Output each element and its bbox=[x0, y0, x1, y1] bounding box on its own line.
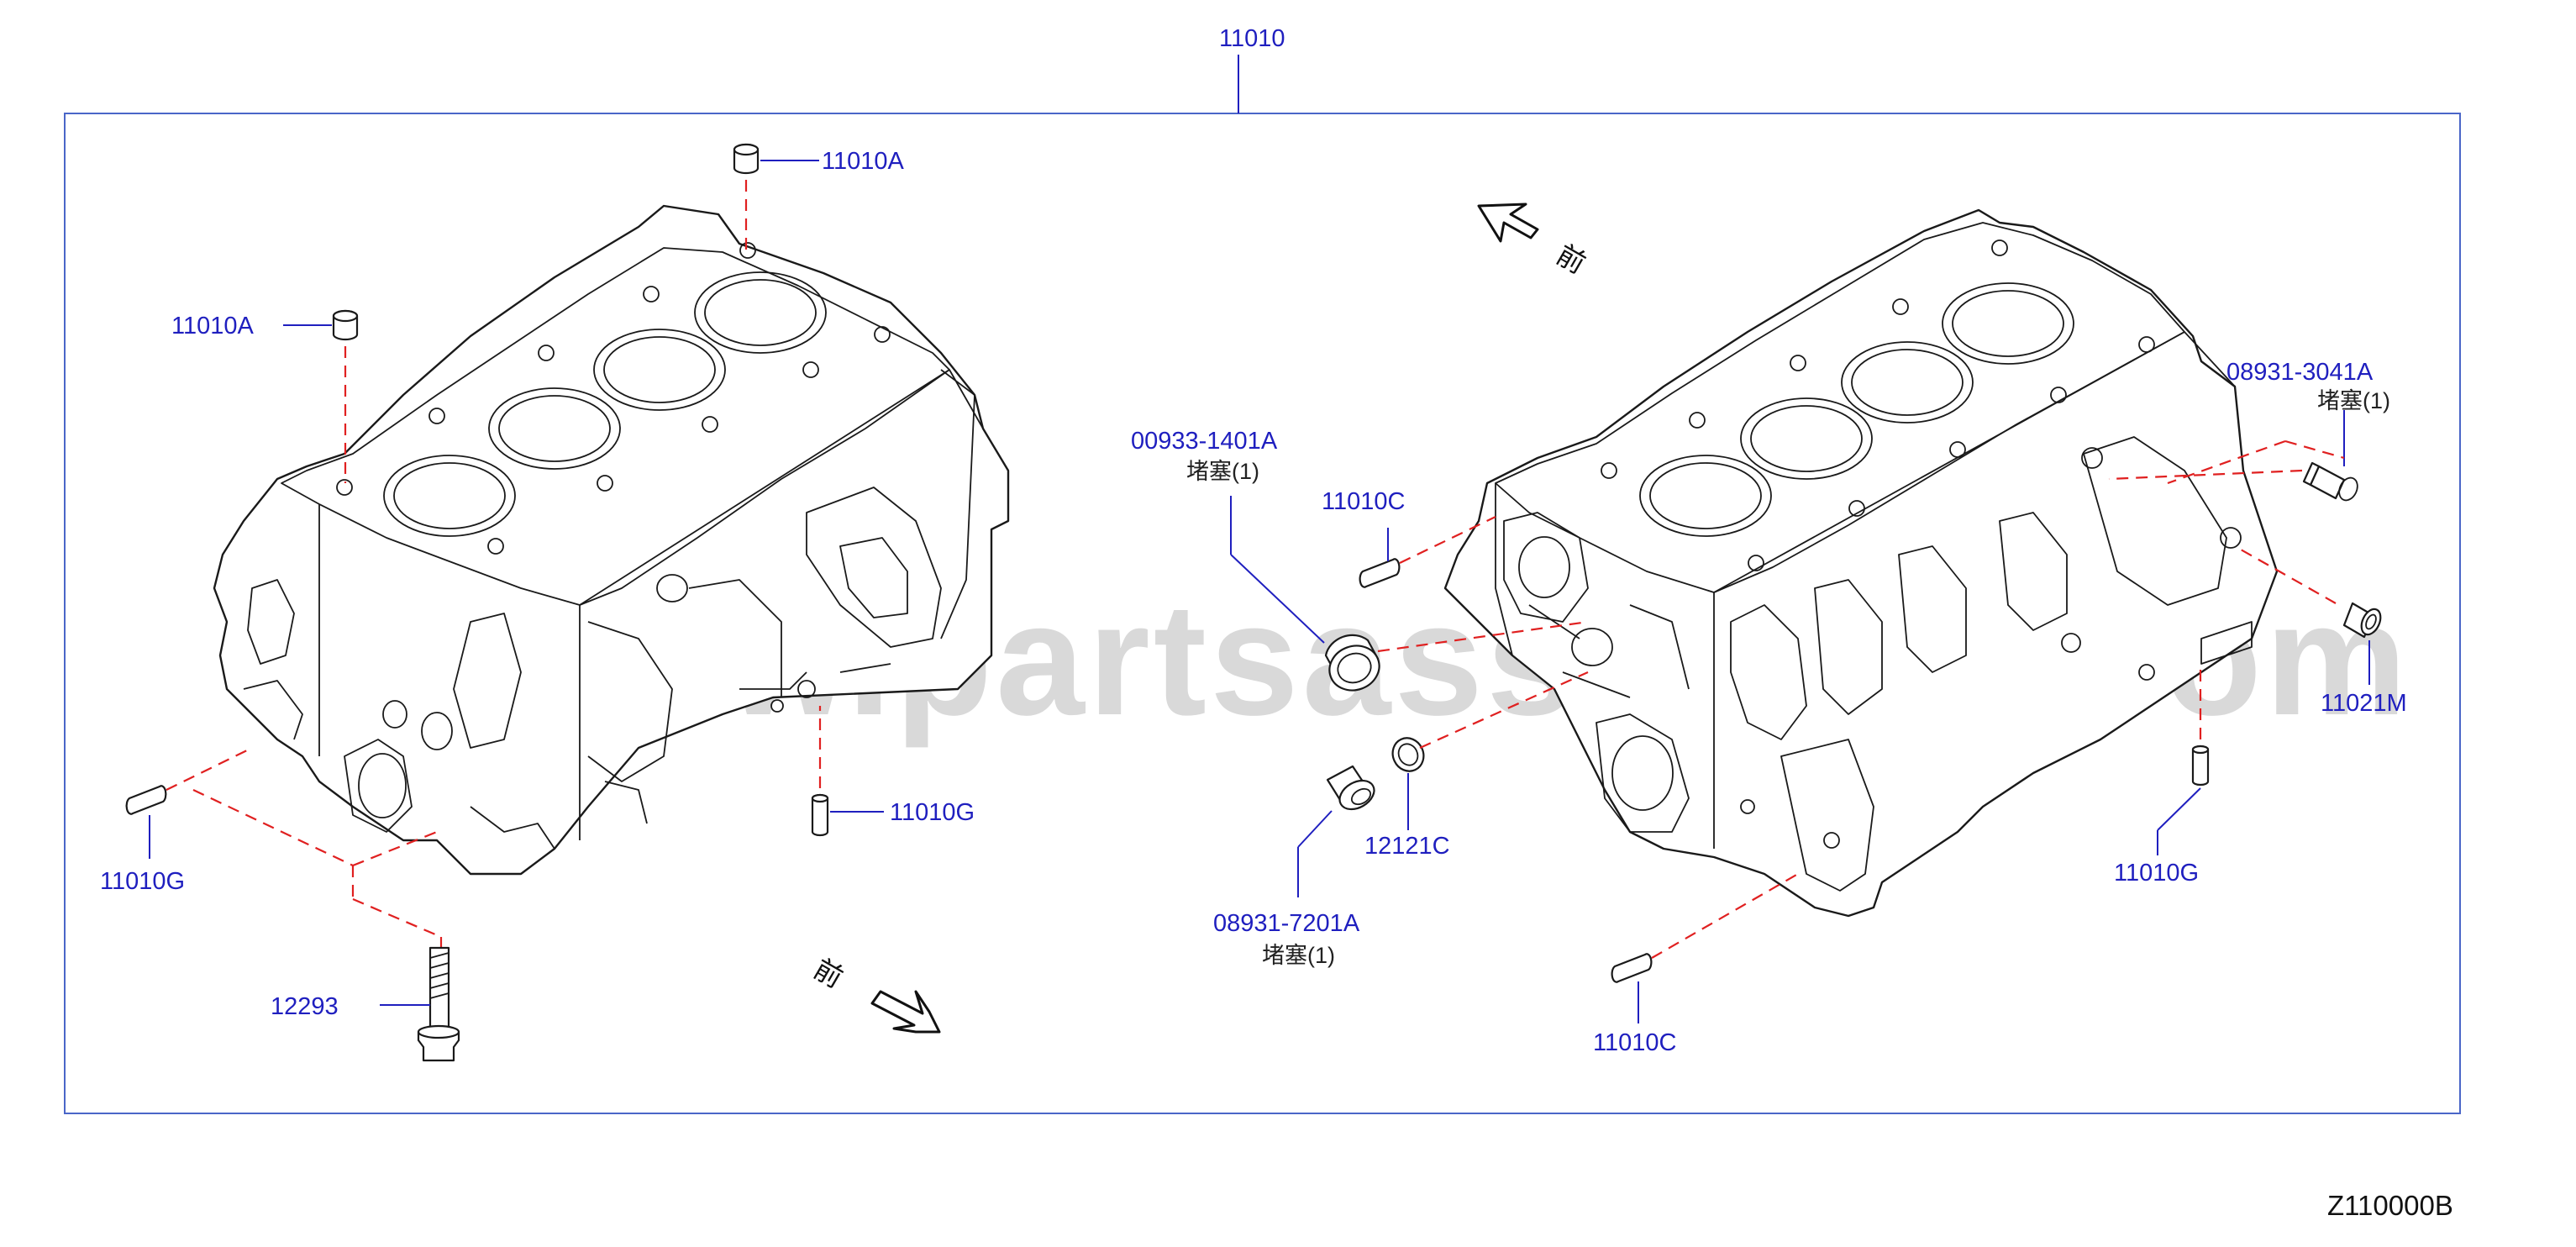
part-link-11010c-top[interactable]: 11010C bbox=[1322, 488, 1405, 515]
pin-11010c-bottom[interactable] bbox=[1611, 953, 1653, 983]
bolt-12293[interactable] bbox=[417, 946, 460, 1062]
part-link-00933-1401a[interactable]: 00933-1401A bbox=[1131, 428, 1278, 455]
label-12293[interactable]: 12293 bbox=[271, 993, 339, 1020]
right-block-parts bbox=[1230, 410, 2384, 1023]
part-link-08931-7201a[interactable]: 08931-7201A bbox=[1213, 910, 1360, 937]
part-link-11010a-top[interactable]: 11010A bbox=[822, 148, 904, 175]
washer-12121c[interactable] bbox=[1387, 733, 1429, 776]
label-11010g-right-block[interactable]: 11010G bbox=[2114, 860, 2199, 887]
label-11010c-bottom[interactable]: 11010C bbox=[1593, 1029, 1676, 1056]
label-00933-1401a[interactable]: 00933-1401A bbox=[1131, 428, 1278, 455]
label-11010a-left[interactable]: 11010A bbox=[171, 313, 254, 339]
label-08931-7201a[interactable]: 08931-7201A bbox=[1213, 910, 1360, 937]
label-11010g-right[interactable]: 11010G bbox=[890, 799, 975, 826]
right-cylinder-block bbox=[1443, 208, 2279, 918]
part-link-12121c[interactable]: 12121C bbox=[1364, 833, 1450, 860]
label-08931-3041a[interactable]: 08931-3041A bbox=[2226, 359, 2374, 386]
left-block-parts bbox=[125, 143, 884, 1062]
pin-11010g-left[interactable] bbox=[125, 785, 167, 815]
label-11010g-left[interactable]: 11010G bbox=[100, 868, 185, 895]
label-11021m[interactable]: 11021M bbox=[2321, 690, 2407, 717]
top-part-number[interactable]: 11010 bbox=[1219, 25, 1285, 52]
seal-00933-1401a[interactable] bbox=[1323, 634, 1385, 697]
part-link-11021m[interactable]: 11021M bbox=[2321, 690, 2407, 717]
left-cylinder-block bbox=[213, 204, 1010, 876]
front-mark-lower: 前 bbox=[809, 953, 849, 994]
pin-11010c-top[interactable] bbox=[1359, 558, 1401, 588]
part-link-11010g-right[interactable]: 11010G bbox=[890, 799, 975, 826]
plug-11021m[interactable] bbox=[2342, 602, 2384, 639]
note-08931-7201a: 堵塞(1) bbox=[1262, 943, 1335, 968]
plug-08931-3041a[interactable] bbox=[2302, 461, 2361, 503]
front-mark-upper: 前 bbox=[1552, 239, 1591, 280]
front-arrow-upper-icon bbox=[1477, 203, 1539, 243]
part-link-11010g-right-block[interactable]: 11010G bbox=[2114, 860, 2199, 887]
label-12121c[interactable]: 12121C bbox=[1364, 833, 1450, 860]
assembly-frame bbox=[64, 113, 2461, 1114]
label-11010c-top[interactable]: 11010C bbox=[1322, 488, 1405, 515]
part-link-11010c-bottom[interactable]: 11010C bbox=[1593, 1029, 1676, 1056]
note-00933-1401a: 堵塞(1) bbox=[1186, 459, 1259, 484]
part-link-08931-3041a[interactable]: 08931-3041A bbox=[2226, 359, 2374, 386]
diagram-code: Z110000B bbox=[2327, 1190, 2453, 1221]
label-11010a-top[interactable]: 11010A bbox=[822, 148, 904, 175]
plug-08931-7201a[interactable] bbox=[1326, 765, 1380, 815]
part-link-11010g-left[interactable]: 11010G bbox=[100, 868, 185, 895]
part-link-11010a-left[interactable]: 11010A bbox=[171, 313, 254, 339]
part-link-12293[interactable]: 12293 bbox=[271, 993, 339, 1020]
part-link-11010[interactable]: 11010 bbox=[1219, 25, 1285, 52]
front-arrow-lower-icon bbox=[870, 990, 941, 1034]
note-08931-3041a: 堵塞(1) bbox=[2317, 388, 2390, 413]
